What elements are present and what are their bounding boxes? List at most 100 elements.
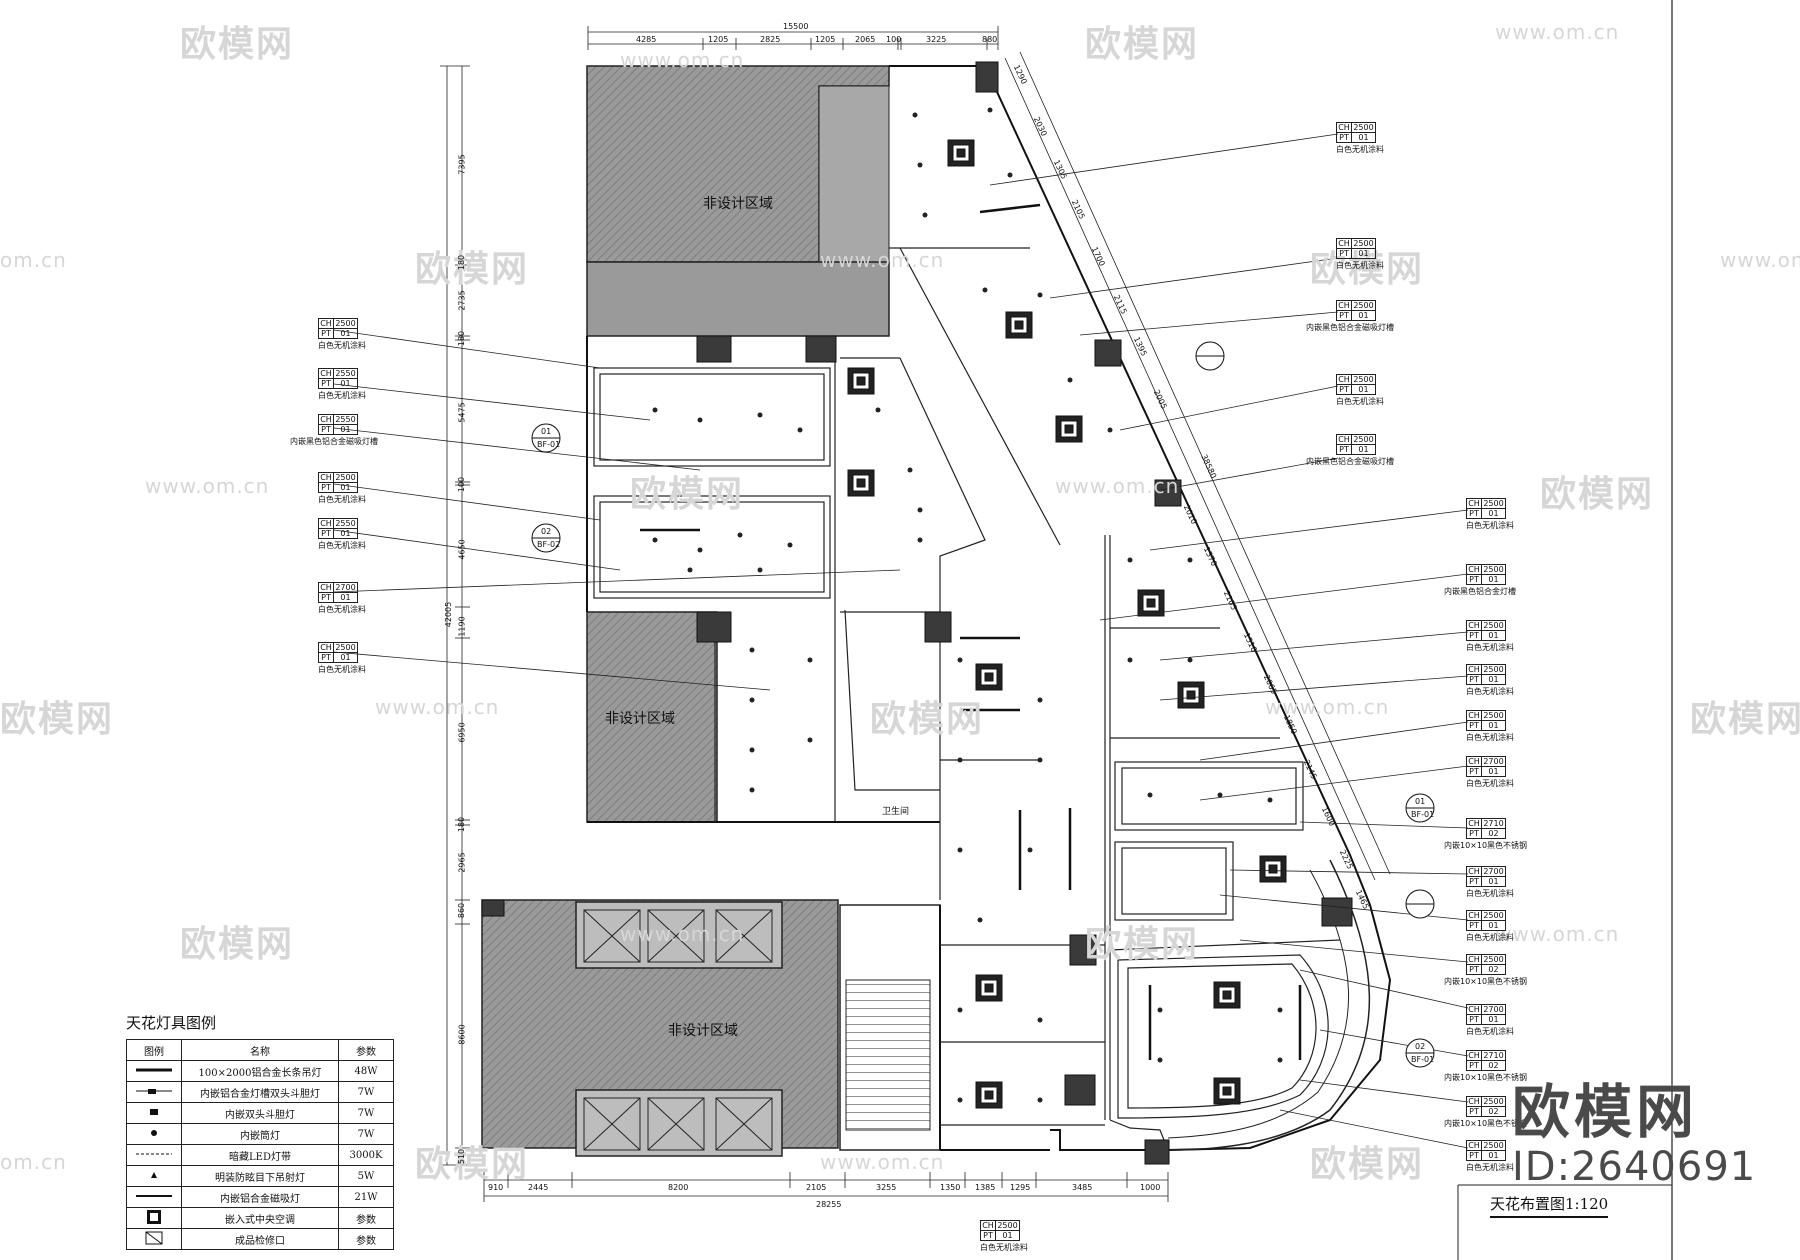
section-markers [531, 341, 1435, 1068]
top-dimension-chain [587, 26, 999, 50]
legend-name: 成品检修口 [181, 1228, 339, 1250]
legend-row: 内嵌铝合金磁吸灯 21W [126, 1186, 394, 1208]
drawing-title: 天花布置图1:120 [1490, 1193, 1609, 1218]
legend-name: 内嵌双头斗胆灯 [181, 1102, 339, 1124]
dim-left: 180 [457, 816, 467, 833]
track-spotlight-icon [126, 1081, 182, 1103]
dim-top: 1205 [815, 35, 836, 44]
legend-name: 暗藏LED灯带 [181, 1144, 339, 1166]
fixture-legend: 天花灯具图例 图例 名称 参数 100×2000铝合金长条吊灯 48W 内嵌铝合… [126, 1012, 394, 1250]
legend-header-row: 图例 名称 参数 [126, 1039, 394, 1061]
dim-left: 1190 [457, 616, 467, 637]
leader-lines-right [989, 133, 1469, 1149]
legend-name: 100×2000铝合金长条吊灯 [181, 1060, 339, 1082]
dim-left: 180 [457, 330, 467, 347]
dim-bottom: 3485 [1072, 1183, 1093, 1192]
non-design-zone-top [586, 65, 890, 337]
legend-row: 暗藏LED灯带 3000K [126, 1144, 394, 1166]
dim-left: 100 [457, 476, 467, 493]
section-marker-label: BF-01 [1411, 810, 1435, 819]
legend-table: 图例 名称 参数 100×2000铝合金长条吊灯 48W 内嵌铝合金灯槽双头斗胆… [126, 1039, 394, 1250]
downlights [652, 107, 1283, 1103]
section-marker-label: BF-01 [1411, 1055, 1435, 1064]
section-marker-label: BF-02 [537, 540, 561, 549]
diagonal-dimension-chain [1004, 51, 1391, 881]
dim-left: 4650 [457, 539, 467, 560]
dim-left: 8600 [457, 1024, 467, 1045]
legend-param: 48W [338, 1060, 394, 1082]
legend-param: 参数 [338, 1228, 394, 1250]
brand-name: 欧模网 [1512, 1078, 1699, 1146]
dim-bottom: 1350 [940, 1183, 961, 1192]
legend-header: 图例 [126, 1039, 182, 1061]
legend-name: 内嵌筒灯 [181, 1123, 339, 1145]
dim-bottom: 2445 [528, 1183, 549, 1192]
downlight-icon [126, 1123, 182, 1145]
legend-param: 7W [338, 1123, 394, 1145]
room-label-non-design-bottom: 非设计区域 [668, 1023, 738, 1039]
legend-row: 成品检修口 参数 [126, 1228, 394, 1250]
dim-left: 6950 [457, 722, 467, 743]
dim-top: 100 [886, 35, 902, 44]
dim-bottom: 2105 [806, 1183, 827, 1192]
legend-name: 明装防眩目下吊射灯 [181, 1165, 339, 1187]
curved-facade [1167, 859, 1371, 1151]
room-label-non-design-mid: 非设计区域 [605, 711, 675, 727]
legend-param: 3000K [338, 1144, 394, 1166]
legend-row: 内嵌铝合金灯槽双头斗胆灯 7W [126, 1081, 394, 1103]
bottom-dimension-chain [483, 1172, 1169, 1202]
dim-bottom: 910 [488, 1183, 504, 1192]
legend-title: 天花灯具图例 [126, 1014, 217, 1032]
legend-param: 参数 [338, 1207, 394, 1229]
section-marker-label: 02 [1415, 1042, 1426, 1051]
dim-top: 2825 [760, 35, 781, 44]
legend-row: 100×2000铝合金长条吊灯 48W [126, 1060, 394, 1082]
room-partitions [593, 247, 1341, 1151]
legend-row: 嵌入式中央空调 参数 [126, 1207, 394, 1229]
room-label-washroom: 卫生间 [882, 807, 910, 817]
dim-left-total: 42005 [444, 601, 454, 628]
legend-row: 内嵌双头斗胆灯 7W [126, 1102, 394, 1124]
dim-left: 2735 [457, 290, 467, 311]
dim-top: 880 [982, 35, 998, 44]
stairwell [839, 904, 941, 1151]
section-marker-label: 01 [1415, 797, 1426, 806]
left-dimension-chain [440, 65, 470, 1166]
dim-bottom: 1385 [975, 1183, 996, 1192]
legend-name: 内嵌铝合金磁吸灯 [181, 1186, 339, 1208]
elevator-cars [583, 909, 773, 1151]
magnetic-track-icon [126, 1186, 182, 1208]
legend-header: 名称 [181, 1039, 339, 1061]
dim-left: 5475 [457, 402, 467, 423]
section-marker-label: BF-01 [537, 440, 561, 449]
structural-columns [481, 61, 1353, 1165]
dim-top: 2065 [855, 35, 876, 44]
central-ac-icon [126, 1207, 182, 1229]
double-spotlight-icon [126, 1102, 182, 1124]
linear-pendants [640, 203, 1302, 1060]
access-panel-icon [126, 1228, 182, 1250]
dim-bottom: 3255 [876, 1183, 897, 1192]
dim-top: 4285 [636, 35, 657, 44]
